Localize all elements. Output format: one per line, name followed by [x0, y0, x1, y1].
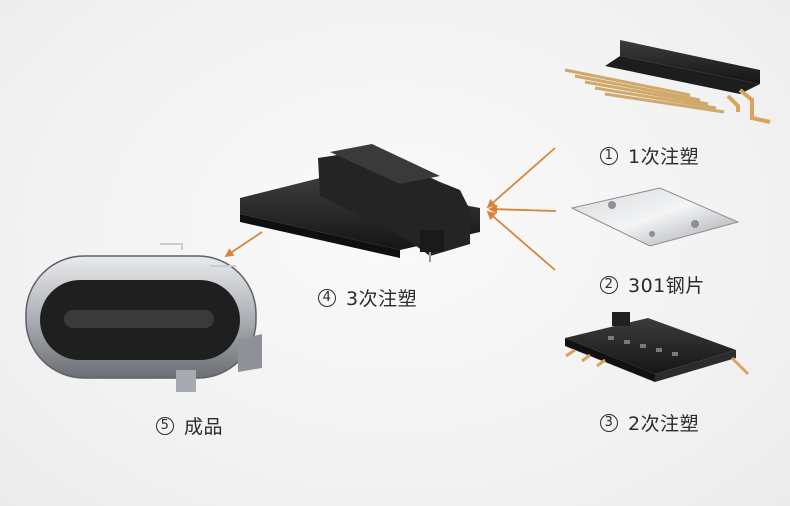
part5-finished-product: [25, 243, 262, 392]
label-part2: 2 301钢片: [600, 271, 705, 298]
part1-first-molding: [564, 40, 771, 124]
label-part3: 3 2次注塑: [600, 409, 699, 436]
part4-third-molding: [240, 144, 480, 262]
circled-number: 3: [600, 413, 618, 432]
label-part1: 1 1次注塑: [600, 142, 699, 169]
circled-number: 5: [156, 416, 174, 435]
part3-second-molding: [565, 312, 750, 382]
label-part4: 4 3次注塑: [318, 284, 417, 311]
flow-arrows: [224, 147, 557, 271]
label-part5: 5 成品: [156, 412, 223, 439]
label-text: 2次注塑: [628, 413, 700, 435]
circled-number: 4: [318, 288, 336, 307]
label-text: 1次注塑: [628, 146, 700, 168]
circled-number: 2: [600, 275, 618, 294]
label-text: 301钢片: [628, 275, 705, 297]
part2-steel-sheet: [570, 187, 740, 247]
label-text: 成品: [184, 416, 224, 438]
circled-number: 1: [600, 146, 618, 165]
label-text: 3次注塑: [346, 288, 418, 310]
